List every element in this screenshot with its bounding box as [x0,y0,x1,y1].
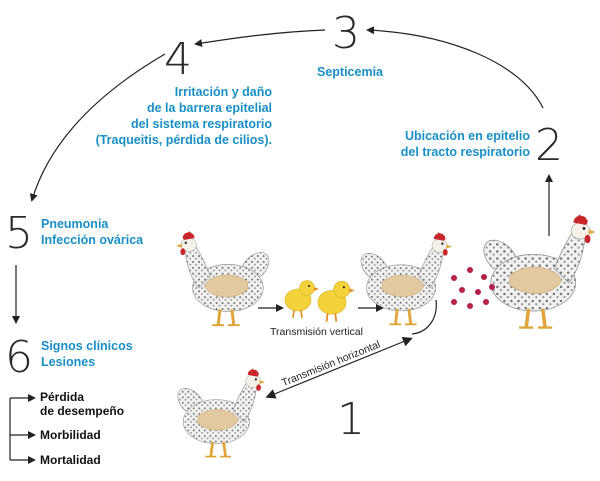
step-number-1: 1 [337,394,365,445]
hen-parent [174,229,271,327]
arrow-1-to-2 [411,299,437,335]
step-2-label: Ubicación en epitelio del tracto respira… [400,129,530,159]
outcome-mortality: Mortalidad [40,453,101,467]
arrow-4-to-5 [29,53,166,202]
vertical-transmission-label: Transmisión vertical [270,326,363,338]
step-4-label: Irritación y daño de la barrera epitelia… [95,85,272,147]
hen-sick [482,212,598,330]
hen-contact [176,366,267,459]
outcome-performance-loss: Pérdida de desempeño [40,390,125,418]
arrow-horizontal [265,336,413,399]
arrow-3-to-4 [194,29,326,48]
step-number-2: 2 [535,120,563,171]
chick-2 [317,280,356,323]
step-6-label: Signos clínicos Lesiones [41,339,133,369]
step-number-5: 5 [5,208,33,259]
step-5-label: Pneumonia Infección ovárica [41,217,144,247]
step-number-6: 6 [5,332,33,383]
outcome-morbidity: Morbilidad [40,428,101,442]
arrow-2-to-3 [366,26,544,109]
chick-1 [284,279,320,319]
hen-infected [359,230,454,326]
step-number-3: 3 [332,8,360,59]
step-3-label: Septicemia [316,65,383,79]
step-number-4: 4 [164,34,192,85]
bacteria-dots [451,267,495,309]
